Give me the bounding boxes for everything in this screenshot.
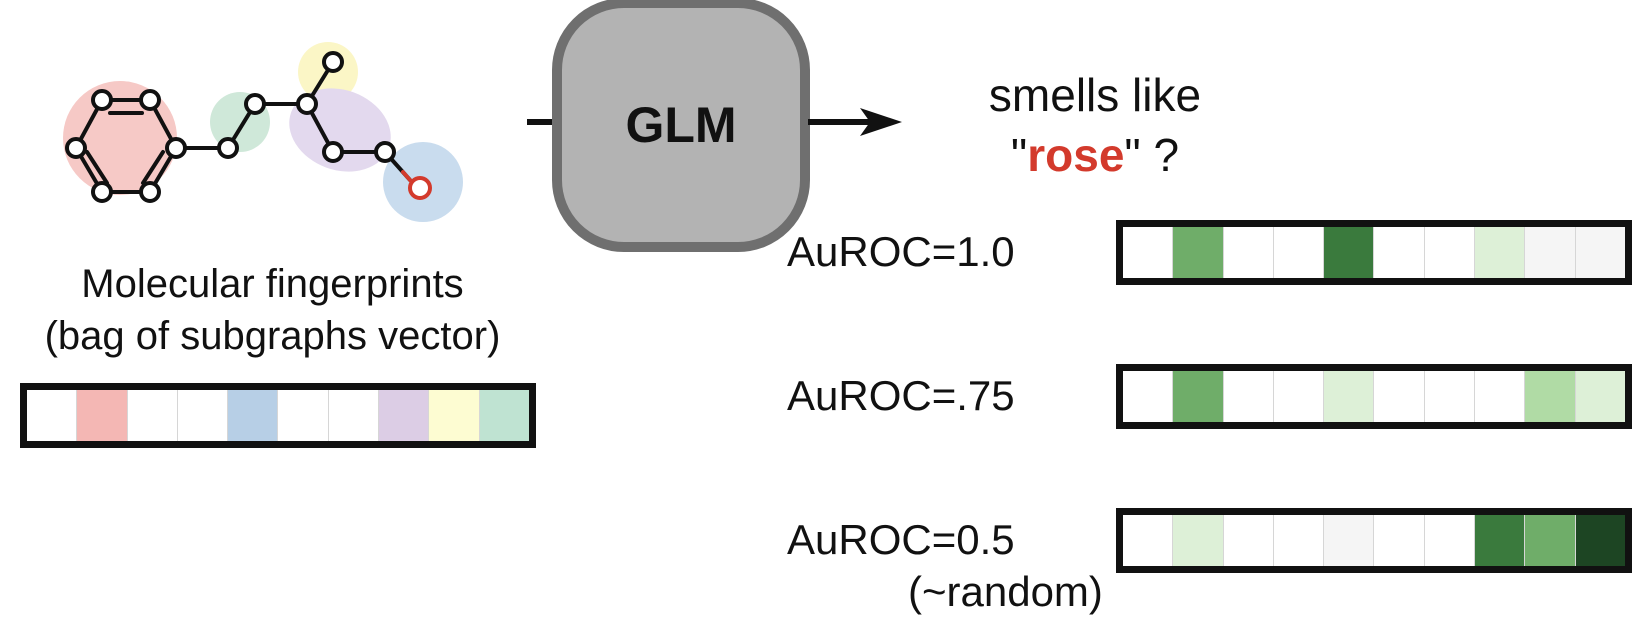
prediction-vector-3	[1116, 508, 1632, 573]
vector-cell	[228, 390, 279, 441]
vector-cell	[177, 390, 229, 441]
vector-cell	[1223, 227, 1274, 278]
vector-cell	[1173, 371, 1224, 422]
vector-cell	[1173, 515, 1224, 566]
vector-cell	[77, 390, 128, 441]
vector-cell	[1273, 371, 1325, 422]
vector-cell	[1324, 227, 1375, 278]
vector-cell	[1575, 227, 1625, 278]
branch-highlight	[289, 88, 391, 172]
vector-cell	[1475, 371, 1526, 422]
glm-label: GLM	[625, 97, 737, 153]
vector-cell	[1324, 371, 1375, 422]
vector-cell	[127, 390, 178, 441]
vector-cell	[1575, 515, 1625, 566]
vector-cell	[1324, 515, 1375, 566]
vector-cell	[1525, 371, 1576, 422]
vector-cell	[1525, 515, 1576, 566]
atoms	[65, 51, 396, 203]
fingerprint-caption-line1: Molecular fingerprints	[81, 262, 464, 306]
vector-cell	[1475, 227, 1526, 278]
output-arrow	[808, 108, 902, 136]
query-line2: "rose" ?	[935, 126, 1255, 184]
vector-cell	[1223, 515, 1274, 566]
vector-cell	[278, 390, 329, 441]
vector-cell	[429, 390, 480, 441]
vector-cell	[479, 390, 529, 441]
vector-cell	[1123, 227, 1174, 278]
glm-model-box: GLM	[552, 0, 810, 252]
vector-cell	[379, 390, 430, 441]
vector-cell	[1123, 515, 1174, 566]
auroc-note-3: (~random)	[908, 568, 1103, 615]
vector-cell	[1273, 227, 1325, 278]
auroc-label-2: AuROC=.75	[787, 372, 1015, 419]
fingerprint-vector	[20, 383, 536, 448]
query-line1: smells like	[988, 69, 1202, 121]
query-word: rose	[1027, 129, 1125, 181]
vector-cell	[1424, 371, 1476, 422]
vector-cell	[1475, 515, 1526, 566]
vector-cell	[1223, 371, 1274, 422]
vector-cell	[1525, 227, 1576, 278]
input-arrow-line	[527, 119, 557, 125]
prediction-vector-1	[1116, 220, 1632, 285]
vector-cell	[1424, 227, 1476, 278]
vector-cell	[1424, 515, 1476, 566]
molecule-diagram	[63, 42, 463, 222]
fingerprint-caption-line2: (bag of subgraphs vector)	[44, 314, 501, 358]
prediction-vector-2	[1116, 364, 1632, 429]
vector-cell	[1173, 227, 1224, 278]
oxygen-atom	[408, 176, 432, 200]
vector-cell	[1123, 371, 1174, 422]
vector-cell	[328, 390, 380, 441]
query-quote-close: " ?	[1124, 129, 1180, 181]
auroc-label-3: AuROC=0.5	[787, 516, 1015, 563]
vector-cell	[27, 390, 78, 441]
vector-cell	[1575, 371, 1625, 422]
vector-cell	[1374, 515, 1425, 566]
query-quote-open: "	[1010, 129, 1028, 181]
auroc-label-1: AuROC=1.0	[787, 228, 1015, 275]
vector-cell	[1374, 371, 1425, 422]
vector-cell	[1273, 515, 1325, 566]
vector-cell	[1374, 227, 1425, 278]
